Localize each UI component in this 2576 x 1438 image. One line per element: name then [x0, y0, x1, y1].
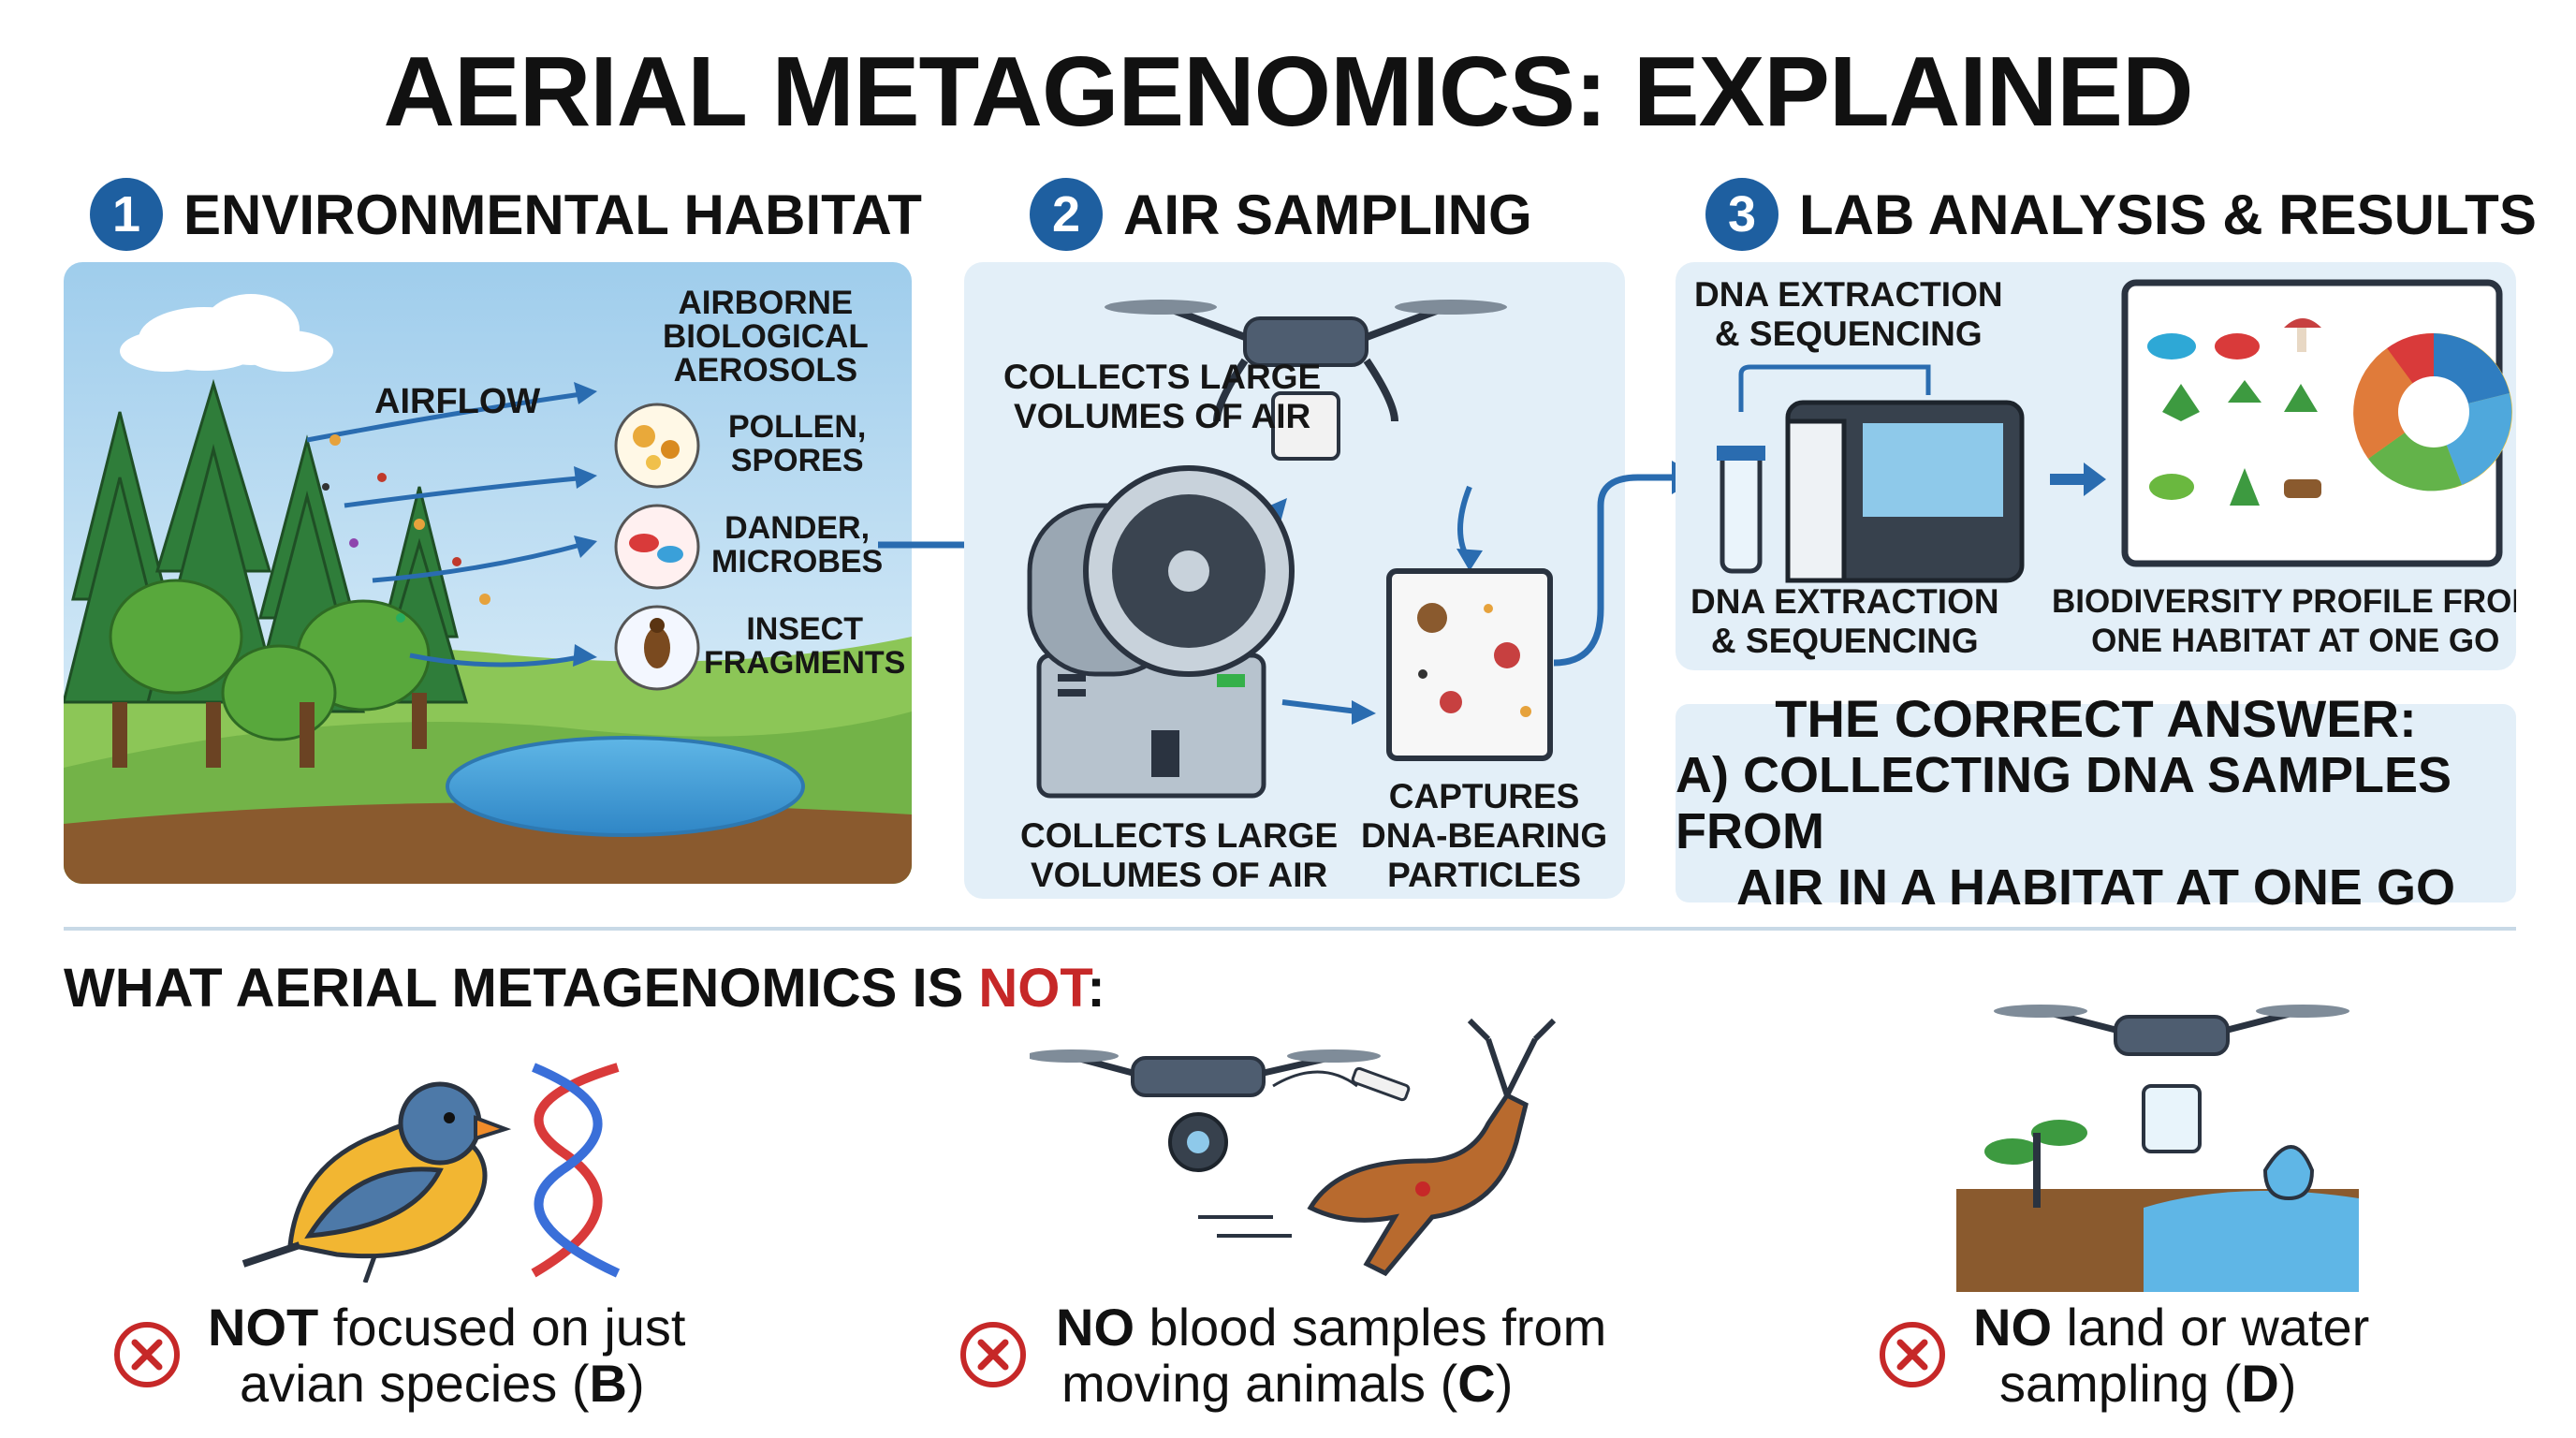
particle-dots — [322, 434, 490, 623]
drone-icon — [1030, 1049, 1381, 1172]
biodiversity-screen-icon — [2121, 279, 2512, 567]
answer-line: A) COLLECTING DNA SAMPLES FROM — [1676, 747, 2452, 859]
filter-card-icon — [1386, 568, 1553, 761]
answer-heading: THE CORRECT ANSWER: — [1775, 689, 2417, 748]
cloud-icon — [120, 294, 333, 372]
bird-icon — [242, 1081, 512, 1283]
step-number-badge: 1 — [90, 178, 163, 251]
section-title: LAB ANALYSIS & RESULTS — [1799, 183, 2537, 246]
not-item-caption: NO blood samples from moving animals (C) — [1056, 1298, 1607, 1413]
section-header-sampling: 2 AIR SAMPLING — [1030, 178, 1532, 251]
airflow-label: AIRFLOW — [374, 382, 541, 421]
syringe-icon — [1351, 1066, 1411, 1102]
section-title: ENVIRONMENTAL HABITAT — [183, 183, 922, 246]
divider — [64, 927, 2516, 931]
habitat-illustration — [64, 262, 912, 884]
water-drop-icon — [2262, 1145, 2315, 1201]
pollen-icon — [614, 403, 700, 489]
step-number-badge: 2 — [1030, 178, 1103, 251]
not-item-caption: NO land or water sampling (D) — [1973, 1298, 2370, 1413]
x-circle-icon — [114, 1322, 180, 1387]
dna-extraction-label-top: DNA EXTRACTION& SEQUENCING — [1694, 275, 2003, 353]
drone-icon — [1105, 300, 1507, 461]
not-item-caption: NOT focused on just avian species (B) — [208, 1298, 686, 1413]
drone-deer-illustration — [1030, 1018, 1557, 1277]
x-circle-icon — [1880, 1322, 1945, 1387]
sampling-illustration — [1027, 300, 1553, 799]
lab-illustration — [1717, 279, 2512, 583]
air-sampler-icon — [1027, 465, 1295, 799]
section-header-habitat: 1 ENVIRONMENTAL HABITAT — [90, 178, 922, 251]
not-section-heading: WHAT AERIAL METAGENOMICS IS NOT: — [64, 958, 1105, 1019]
lab-panel: DNA EXTRACTION& SEQUENCING DNA EXTRACTIO… — [1676, 262, 2516, 670]
section-title: AIR SAMPLING — [1123, 183, 1532, 246]
dander-label: DANDER,MICROBES — [711, 510, 884, 580]
dna-extraction-label-bottom: DNA EXTRACTION& SEQUENCING — [1690, 582, 1999, 660]
x-circle-icon — [960, 1322, 1026, 1387]
bird-dna-illustration — [242, 1063, 621, 1283]
dna-helix-icon — [531, 1063, 621, 1278]
airflow-arrows — [306, 390, 589, 668]
sequencer-icon — [1717, 364, 2025, 583]
answer-line: AIR IN A HABITAT AT ONE GO — [1736, 859, 2455, 916]
deer-icon — [1307, 1018, 1557, 1277]
drone-icon — [1994, 1005, 2349, 1153]
drone-land-water-illustration — [1956, 1005, 2359, 1292]
lake-icon — [446, 736, 805, 837]
forest-icon — [64, 378, 469, 768]
step-number-badge: 3 — [1705, 178, 1778, 251]
pollen-label: POLLEN,SPORES — [728, 409, 867, 478]
page-title: AERIAL METAGENOMICS: EXPLAINED — [383, 37, 2193, 147]
water-icon — [2144, 1191, 2359, 1292]
plant-icon — [1984, 1120, 2087, 1208]
section-header-lab: 3 LAB ANALYSIS & RESULTS — [1705, 178, 2537, 251]
correct-answer-box: THE CORRECT ANSWER: A) COLLECTING DNA SA… — [1676, 691, 2516, 916]
